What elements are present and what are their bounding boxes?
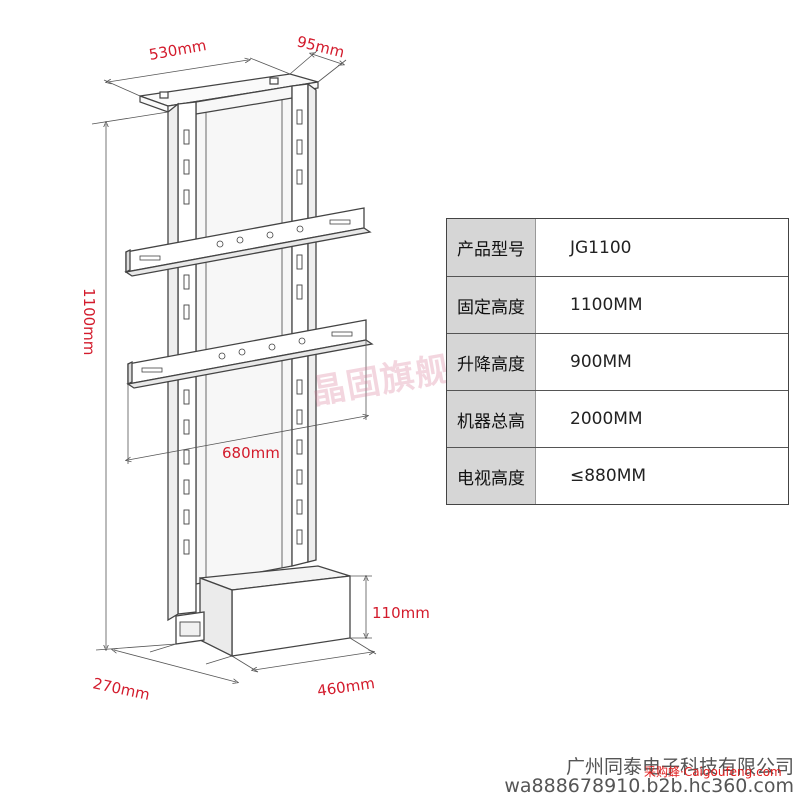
spec-table: 产品型号 JG1100 固定高度 1100MM 升降高度 900MM 机器总高 … bbox=[446, 218, 789, 505]
dim-top-width-label: 530mm bbox=[148, 36, 208, 64]
dim-bracket-width-lines bbox=[128, 340, 366, 464]
right-column bbox=[291, 82, 317, 567]
dim-base-height-lines bbox=[350, 576, 372, 638]
dim-top-width-lines bbox=[103, 57, 291, 97]
spec-value: 2000MM bbox=[570, 409, 643, 429]
dim-total-height-lines bbox=[91, 111, 177, 650]
base-box bbox=[175, 565, 351, 658]
dim-bracket-width-label: 680mm bbox=[222, 444, 280, 462]
spec-row-lift-height: 升降高度 900MM bbox=[447, 333, 788, 390]
dim-base-width-lines bbox=[231, 637, 377, 673]
company-name: 广州同泰电子科技有限公司 bbox=[565, 756, 794, 778]
spec-row-total-height: 机器总高 2000MM bbox=[447, 390, 788, 447]
spec-label: 电视高度 bbox=[447, 448, 536, 504]
spec-row-tv-height: 电视高度 ≤880MM bbox=[447, 447, 788, 504]
spec-label: 机器总高 bbox=[447, 391, 536, 447]
spec-value: ≤880MM bbox=[570, 466, 647, 486]
spec-label: 升降高度 bbox=[447, 334, 536, 390]
spec-label: 固定高度 bbox=[447, 277, 536, 333]
dim-base-depth-label: 270mm bbox=[91, 674, 151, 704]
spec-value: 900MM bbox=[570, 352, 632, 372]
spec-row-fixed-height: 固定高度 1100MM bbox=[447, 276, 788, 333]
spec-value: 1100MM bbox=[570, 295, 643, 315]
dim-base-depth-lines bbox=[114, 643, 236, 682]
dim-base-height-label: 110mm bbox=[372, 604, 430, 622]
dim-base-width-label: 460mm bbox=[316, 674, 376, 700]
dim-top-depth-lines bbox=[289, 49, 347, 83]
spec-row-model: 产品型号 JG1100 bbox=[447, 219, 788, 276]
source-stamp: 采购蜂·Caigoufeng.com bbox=[644, 765, 782, 779]
dim-total-height-label: 1100mm bbox=[80, 288, 98, 355]
lower-tv-bracket bbox=[126, 319, 374, 389]
rear-frame-panel bbox=[195, 85, 293, 585]
spec-value: JG1100 bbox=[570, 237, 632, 258]
spec-label: 产品型号 bbox=[447, 219, 536, 276]
upper-tv-bracket bbox=[124, 207, 372, 277]
site-url: wa888678910.b2b.hc360.com bbox=[504, 775, 794, 797]
